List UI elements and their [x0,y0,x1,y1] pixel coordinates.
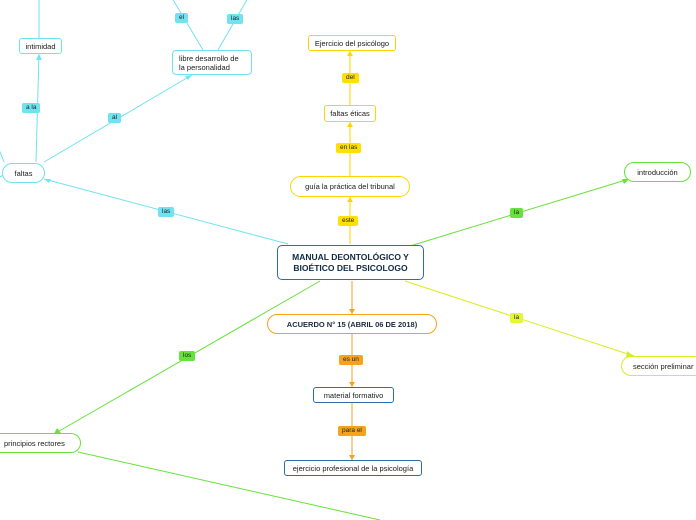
label-este: este [338,216,359,226]
arrow-material [349,382,355,387]
arrow-principios [54,428,61,434]
line-principios-down [77,451,381,520]
node-ejercicio-profesional[interactable]: ejercicio profesional de la psicología [284,460,422,476]
label-las-faltas: las [158,207,175,217]
label-la-seccion: la [510,313,524,323]
line-libre-las [217,0,248,51]
node-principios-rectores[interactable]: principios rectores [0,433,81,453]
node-intimidad[interactable]: intimidad [19,38,62,54]
label-para-el: para el [338,426,366,436]
label-del: del [342,73,359,83]
arrow-faltaseticas [347,122,353,127]
label-las-top: las [227,14,244,24]
arrow-ejercicio-profesional [349,455,355,460]
node-acuerdo[interactable]: ACUERDO N° 15 (ABRIL 06 DE 2018) [267,314,437,334]
line-faltas-left-1 [0,150,5,163]
node-guia-tribunal[interactable]: guía la práctica del tribunal [290,176,410,197]
arrow-ejercicio-psicologo [347,51,353,56]
node-introduccion[interactable]: introducción [624,162,691,182]
line-libre-el [172,0,204,51]
arrow-acuerdo [349,309,355,314]
node-libre-desarrollo[interactable]: libre desarrollo de la personalidad [172,50,252,75]
node-material-formativo[interactable]: material formativo [313,387,394,403]
arrow-intimidad [36,54,42,60]
arrow-faltas [44,179,51,183]
arrow-libre [185,75,192,80]
node-ejercicio-psicologo[interactable]: Ejercicio del psicólogo [308,35,396,51]
arrow-seccion [626,351,634,357]
arrow-intro [622,179,629,184]
node-faltas-eticas[interactable]: faltas éticas [324,105,376,122]
main-topic[interactable]: MANUAL DEONTOLÓGICO Y BIOÉTICO DEL PSICO… [277,245,424,280]
label-al: al [108,113,122,123]
label-la-intro: la [510,208,524,218]
label-los: los [179,351,196,361]
node-faltas[interactable]: faltas [2,163,45,183]
node-seccion-preliminar[interactable]: sección preliminar [621,356,696,376]
label-a-la: a la [22,103,41,113]
arrow-guia [347,197,353,202]
label-el: el [175,13,189,23]
label-es-un: es un [339,355,363,365]
label-en-las: en las [336,143,362,153]
